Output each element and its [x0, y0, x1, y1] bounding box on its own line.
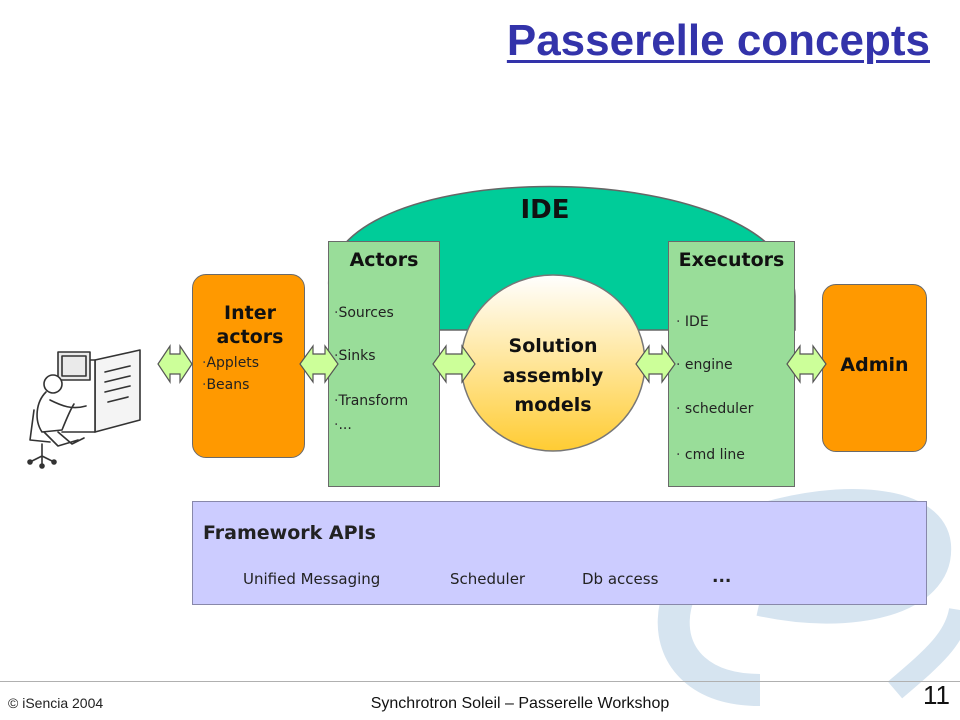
framework-item: Scheduler: [450, 570, 526, 588]
framework-item: Db access: [582, 570, 659, 588]
executors-label: Executors: [678, 249, 785, 271]
solution-line3: models: [514, 394, 592, 416]
executor-item: · IDE: [676, 314, 709, 330]
page-number: 11: [923, 680, 950, 710]
executor-item: · cmd line: [676, 447, 745, 463]
interactors-label-line2: actors: [216, 326, 284, 348]
solution-line2: assembly: [502, 365, 604, 387]
framework-title: Framework APIs: [203, 522, 376, 544]
interactors-box: [192, 274, 305, 458]
actor-item: ·...: [334, 417, 352, 433]
framework-item: Unified Messaging: [243, 570, 381, 588]
double-arrow-icon: [432, 344, 476, 384]
executor-item: · engine: [676, 357, 733, 373]
double-arrow-icon: [635, 344, 676, 384]
actor-item: ·Transform: [334, 393, 409, 409]
interactor-item: ·Beans: [202, 377, 250, 393]
executor-item: · scheduler: [676, 401, 754, 417]
double-arrow-icon: [299, 344, 339, 384]
actors-box: [328, 241, 440, 487]
footer-copyright: © iSencia 2004: [8, 695, 104, 711]
actor-item: ·Sinks: [334, 348, 376, 364]
double-arrow-icon: [157, 344, 193, 384]
double-arrow-icon: [786, 344, 827, 384]
framework-box: [192, 501, 927, 605]
ide-label: IDE: [520, 195, 570, 225]
actors-label: Actors: [349, 249, 419, 271]
framework-item: ...: [712, 567, 732, 587]
actor-item: ·Sources: [334, 305, 394, 321]
admin-label: Admin: [840, 354, 909, 376]
footer-center: Synchrotron Soleil – Passerelle Workshop: [370, 695, 670, 712]
footer-divider: [0, 681, 960, 682]
admin-box: [822, 284, 927, 452]
executors-box: [668, 241, 795, 487]
solution-line1: Solution: [508, 335, 598, 357]
page-title: Passerelle concepts: [506, 16, 930, 65]
interactor-item: ·Applets: [202, 355, 260, 371]
interactors-label-line1: Inter: [224, 302, 276, 324]
